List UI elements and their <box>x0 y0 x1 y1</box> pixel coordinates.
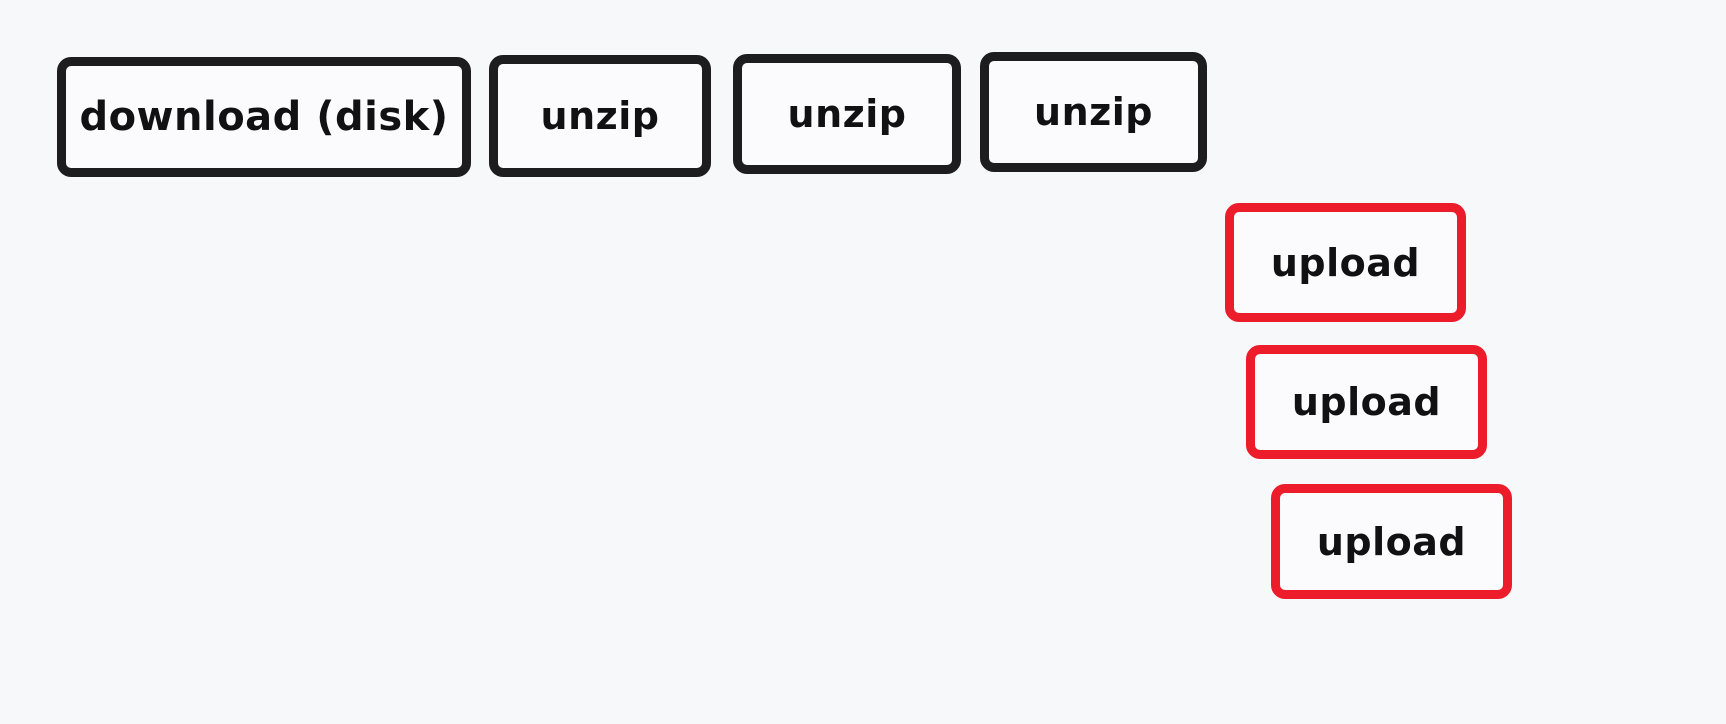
node-unzip-2[interactable]: unzip <box>733 54 961 174</box>
node-download-disk[interactable]: download (disk) <box>57 57 471 177</box>
node-upload-1[interactable]: upload <box>1225 203 1466 322</box>
node-upload-3[interactable]: upload <box>1271 484 1512 599</box>
node-label: unzip <box>787 92 907 136</box>
node-label: unzip <box>540 94 660 138</box>
node-label: upload <box>1270 240 1421 285</box>
node-upload-2[interactable]: upload <box>1246 345 1487 459</box>
node-label: upload <box>1316 519 1467 564</box>
node-label: download (disk) <box>79 94 449 140</box>
node-unzip-1[interactable]: unzip <box>489 55 711 177</box>
node-label: upload <box>1291 380 1442 424</box>
node-label: unzip <box>1034 90 1153 134</box>
node-unzip-3[interactable]: unzip <box>980 52 1207 172</box>
